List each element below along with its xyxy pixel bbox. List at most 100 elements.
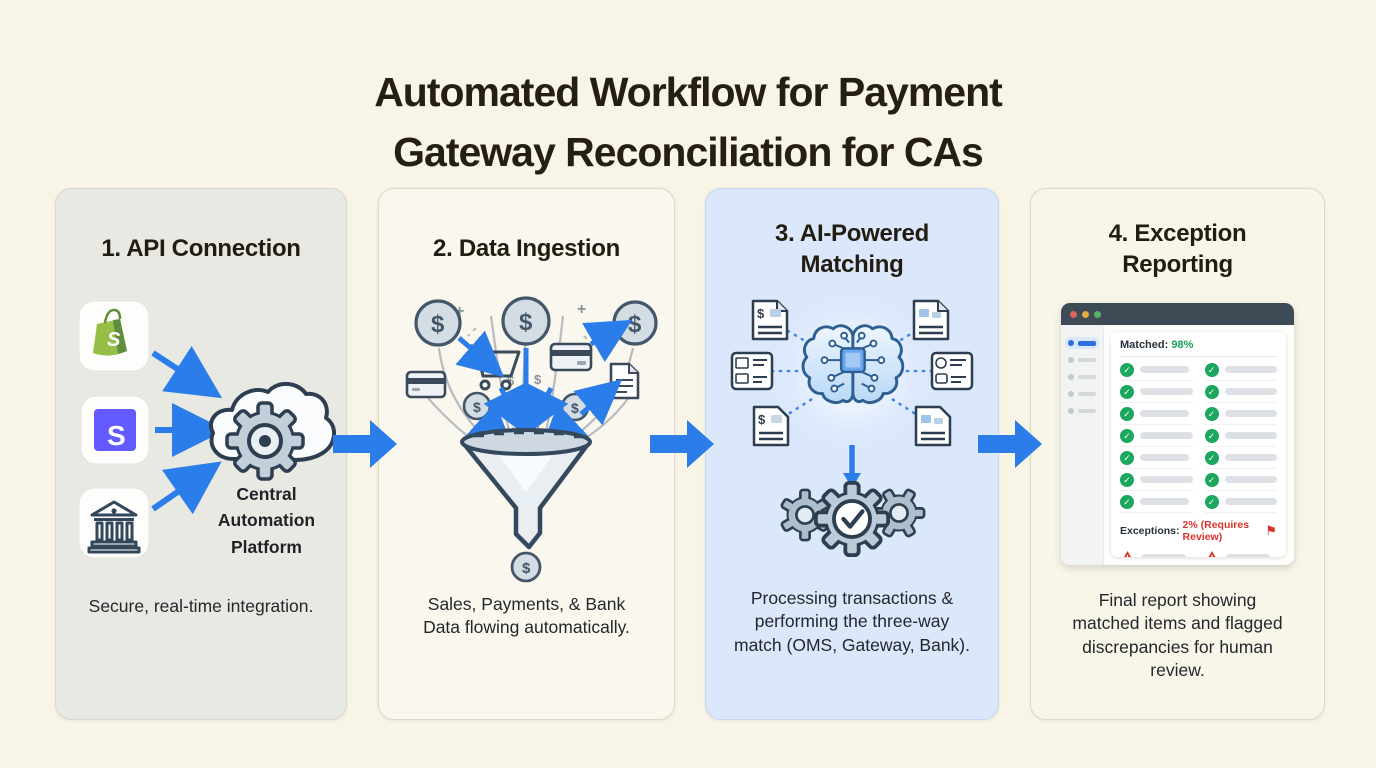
svg-text:$: $	[758, 412, 766, 427]
matched-value: 98%	[1171, 339, 1194, 351]
step-title: 2. Data Ingestion	[433, 235, 620, 263]
row-bar	[1140, 388, 1193, 395]
step-title: 3. AI-Powered Matching	[775, 219, 929, 278]
platform-label: Central Automation Platform	[217, 484, 316, 557]
flow-arrow-icon	[650, 420, 714, 468]
ai-matching-art: $ $	[730, 289, 974, 558]
row-bar	[1224, 476, 1277, 483]
window-titlebar	[1061, 303, 1294, 325]
svg-text:$: $	[534, 372, 542, 387]
row-bar	[1141, 554, 1186, 557]
row-bar	[1224, 410, 1277, 417]
close-window-icon	[1070, 310, 1077, 318]
row-bar	[1140, 366, 1190, 373]
check-icon: ✓	[1204, 362, 1219, 377]
check-icon: ✓	[1204, 406, 1219, 421]
svg-text:$: $	[628, 311, 642, 338]
flag-icon: ⚑	[1265, 523, 1277, 539]
row-bar	[1224, 366, 1277, 373]
card-step-2-data-ingestion: 2. Data Ingestion + + $ $ $ $	[378, 188, 675, 720]
gears-check-icon	[780, 480, 926, 558]
row-bar	[1140, 454, 1190, 461]
sidebar-item	[1065, 388, 1099, 400]
matched-row: ✓	[1120, 425, 1193, 447]
minimize-window-icon	[1082, 310, 1089, 318]
sidebar-dot-icon	[1068, 374, 1074, 380]
svg-text:+: +	[577, 301, 586, 318]
down-arrow-icon	[843, 445, 861, 488]
row-bar	[1224, 432, 1277, 439]
matched-row: ✓	[1204, 447, 1277, 469]
sidebar-item	[1065, 354, 1099, 366]
step-caption: Final report showing matched items and f…	[1072, 590, 1283, 680]
source-documents: $ $	[730, 299, 974, 447]
row-bar	[1224, 388, 1277, 395]
bank-icon	[78, 487, 150, 559]
svg-text:+: +	[455, 303, 464, 320]
matched-row: ✓	[1204, 381, 1277, 403]
row-bar	[1225, 554, 1271, 557]
matched-label: Matched:	[1120, 339, 1169, 351]
matched-row: ✓	[1120, 359, 1193, 381]
matched-row: ✓	[1120, 381, 1193, 403]
matched-row: ✓	[1120, 403, 1193, 425]
svg-text:S: S	[107, 329, 121, 351]
matched-row: ✓	[1120, 447, 1193, 469]
report-sidebar	[1061, 325, 1104, 565]
flow-arrow-icon	[333, 420, 397, 468]
matched-summary: Matched: 98%	[1120, 339, 1277, 351]
row-bar	[1224, 498, 1277, 505]
matched-row: ✓	[1120, 491, 1193, 513]
sidebar-dot-icon	[1068, 391, 1074, 397]
step-title: 4. Exception Reporting	[1108, 219, 1247, 278]
report-window: Matched: 98% ✓✓✓✓✓✓✓✓✓✓✓✓✓✓ Exceptions: …	[1061, 303, 1294, 565]
sidebar-dot-icon	[1068, 408, 1074, 414]
svg-text:$: $	[473, 399, 481, 415]
check-icon: ✓	[1120, 428, 1134, 443]
document-icon	[609, 362, 640, 400]
api-connection-art: S S	[78, 300, 336, 559]
warning-grid: !!	[1120, 547, 1277, 557]
dollar-coin-icon: $ $ $ $ $	[414, 296, 658, 422]
row-bar	[1140, 410, 1190, 417]
row-bar	[1224, 454, 1277, 461]
shopify-icon: S	[78, 300, 150, 372]
cloud-gear-icon	[209, 382, 336, 481]
step-title: 1. API Connection	[101, 235, 301, 263]
warning-row: !	[1204, 547, 1278, 557]
connector-arrows	[151, 345, 226, 515]
matched-row: ✓	[1204, 491, 1277, 513]
sidebar-bar	[1077, 375, 1096, 379]
check-icon: ✓	[1120, 406, 1134, 421]
matched-row: ✓	[1204, 359, 1277, 381]
warning-triangle-icon: !	[1120, 551, 1135, 557]
svg-text:$: $	[431, 311, 445, 338]
warning-row: !	[1120, 547, 1193, 557]
exceptions-label: Exceptions:	[1120, 525, 1180, 537]
matched-row: ✓	[1204, 425, 1277, 447]
credit-card-icon	[405, 342, 593, 399]
check-icon: ✓	[1120, 472, 1134, 487]
stripe-icon: S	[80, 395, 150, 465]
check-icon: ✓	[1204, 450, 1219, 465]
svg-text:$: $	[522, 560, 531, 577]
step-caption: Secure, real-time integration.	[88, 596, 314, 616]
report-main-panel: Matched: 98% ✓✓✓✓✓✓✓✓✓✓✓✓✓✓ Exceptions: …	[1111, 332, 1286, 557]
svg-text:$: $	[519, 309, 533, 336]
check-icon: ✓	[1120, 450, 1134, 465]
card-step-4-exception-reporting: 4. Exception Reporting Matched: 98% ✓✓✓✓…	[1030, 188, 1325, 720]
card-step-1-api-connection: 1. API Connection S S	[55, 188, 347, 720]
check-icon: ✓	[1204, 472, 1219, 487]
sidebar-bar	[1077, 358, 1096, 362]
sidebar-dot-icon	[1068, 357, 1074, 363]
row-bar	[1140, 432, 1193, 439]
maximize-window-icon	[1094, 310, 1101, 318]
svg-text:$: $	[571, 400, 579, 416]
exceptions-value: 2% (Requires Review)	[1182, 519, 1250, 543]
sidebar-item	[1065, 337, 1099, 349]
step-caption: Processing transactions & performing the…	[734, 588, 970, 655]
warning-triangle-icon: !	[1204, 551, 1220, 557]
sidebar-bar	[1077, 392, 1096, 396]
check-icon: ✓	[1204, 494, 1219, 509]
